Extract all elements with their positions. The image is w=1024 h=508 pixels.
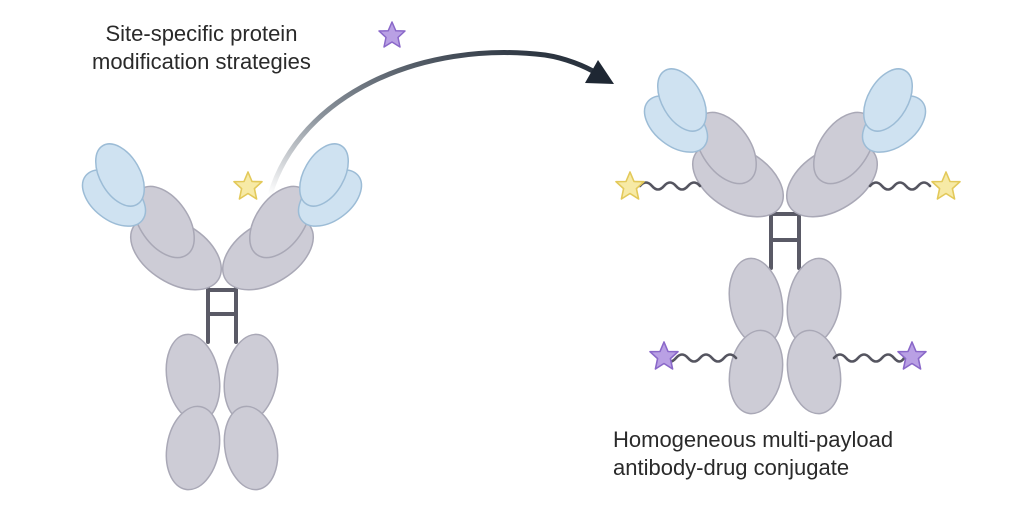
antibody-unmodified: [81, 143, 363, 491]
fab-right: [221, 143, 363, 291]
caption-line: antibody-drug conjugate: [613, 455, 850, 480]
caption-line: Homogeneous multi-payload: [613, 427, 894, 452]
fc-domains: [728, 257, 842, 415]
fab-left: [643, 68, 785, 218]
caption-line: Site-specific protein: [105, 21, 298, 46]
fc-domains: [165, 333, 279, 491]
linker-fab-right: [868, 181, 932, 191]
purple-star-icon: [649, 341, 679, 370]
purple-star-icon: [378, 21, 406, 48]
linker-fc-right: [832, 353, 906, 363]
fab-right: [785, 68, 927, 218]
caption-modification-strategies: Site-specific protein modification strat…: [92, 20, 311, 76]
curved-arrow-icon: [267, 50, 614, 198]
linker-fc-left: [664, 353, 738, 363]
purple-star-icon: [897, 341, 927, 370]
fab-left: [81, 143, 223, 291]
yellow-star-icon: [615, 171, 645, 200]
antibody-conjugate: [615, 68, 961, 415]
yellow-star-icon: [233, 171, 263, 200]
yellow-star-icon: [931, 171, 961, 200]
caption-conjugate: Homogeneous multi-payload antibody-drug …: [613, 426, 893, 482]
caption-line: modification strategies: [92, 49, 311, 74]
linkers: [638, 181, 932, 363]
linker-fab-left: [638, 181, 702, 191]
